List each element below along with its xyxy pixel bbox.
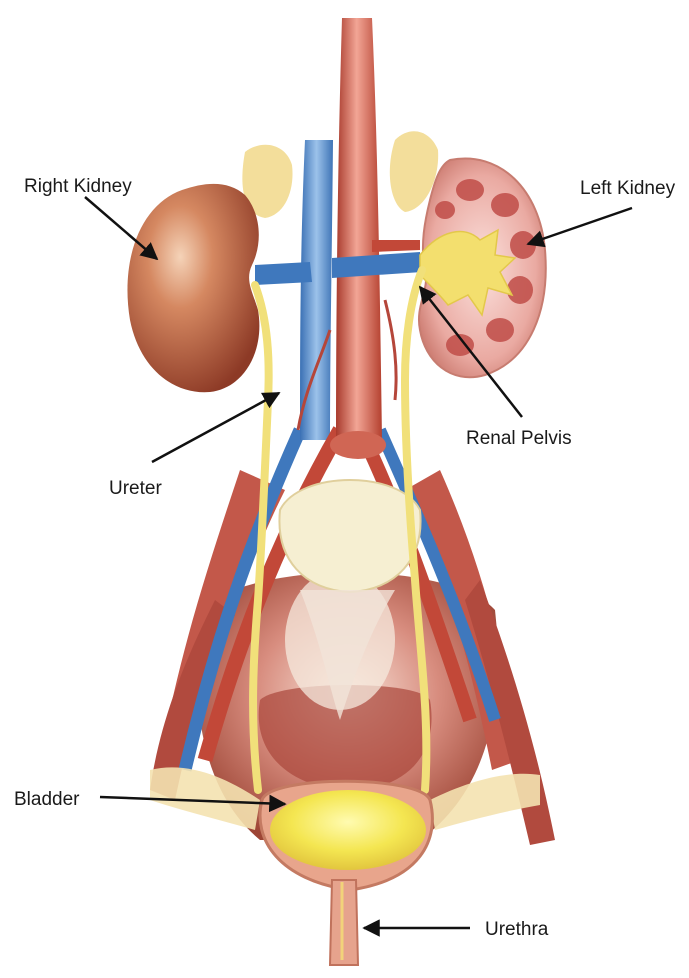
arrow-ureter — [152, 393, 279, 462]
right-renal-vein — [255, 262, 312, 285]
right-kidney-shape — [127, 184, 259, 392]
label-left-kidney: Left Kidney — [580, 179, 675, 198]
label-bladder: Bladder — [14, 790, 80, 809]
label-ureter: Ureter — [109, 479, 162, 498]
bladder-urine — [270, 790, 426, 870]
urethra-tube — [330, 880, 358, 965]
label-renal-pelvis: Renal Pelvis — [466, 429, 572, 448]
label-right-kidney: Right Kidney — [24, 177, 132, 196]
aortic-bifurcation — [330, 431, 386, 459]
left-gonadal-vessel — [385, 300, 396, 400]
inferior-vena-cava — [300, 140, 333, 440]
left-renal-artery — [372, 240, 420, 252]
label-urethra: Urethra — [485, 920, 548, 939]
aorta — [336, 18, 382, 440]
arrow-left-kidney — [528, 208, 632, 244]
